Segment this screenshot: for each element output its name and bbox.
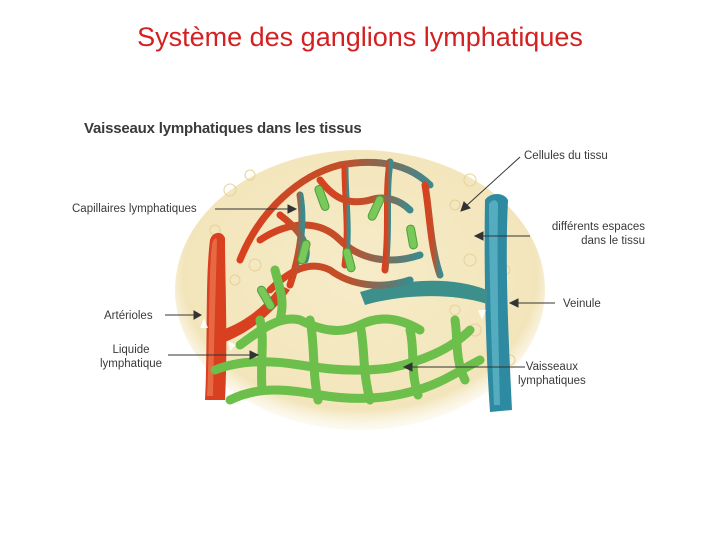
label-vaisseaux-line1: Vaisseaux [518,360,586,374]
label-veinule: Veinule [563,297,601,311]
label-espaces-line1: différents espaces [533,220,645,234]
label-arterioles: Artérioles [104,309,153,323]
figure-heading: Vaisseaux lymphatiques dans les tissus [84,120,362,137]
label-cellules-du-tissu: Cellules du tissu [524,149,608,163]
label-espaces-line2: dans le tissu [533,234,645,248]
label-vaisseaux-lymphatiques: Vaisseaux lymphatiques [518,360,586,388]
label-liquide-line2: lymphatique [100,357,162,371]
label-liquide-line1: Liquide [100,343,162,357]
label-liquide-lymphatique: Liquide lymphatique [100,343,162,371]
label-capillaires-lymphatiques: Capillaires lymphatiques [72,202,197,216]
label-vaisseaux-line2: lymphatiques [518,374,586,388]
label-differents-espaces: différents espaces dans le tissu [533,220,645,248]
